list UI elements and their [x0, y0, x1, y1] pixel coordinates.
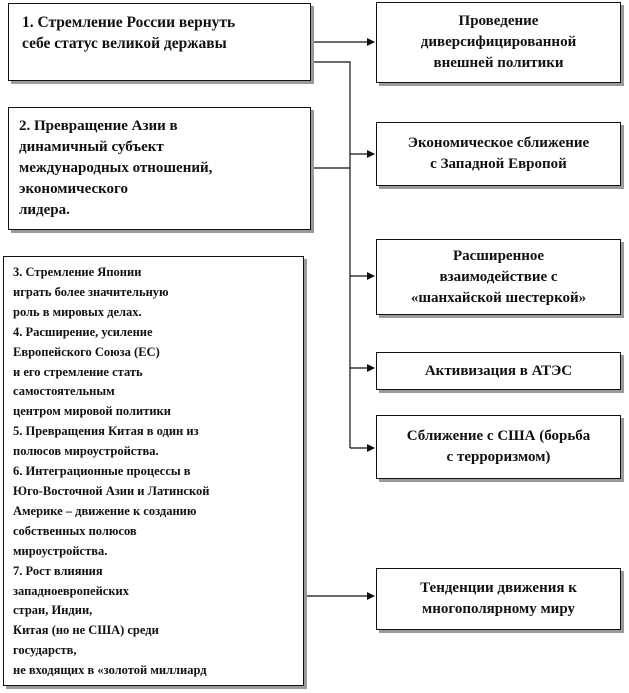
- cause-list-line-21: не входящих в «золотой миллиард: [13, 663, 207, 678]
- outcome-west-europe-line-2: с Западной Европой: [430, 156, 567, 172]
- outcome-box-multipolar-world: Тенденции движения к многополярному миру: [376, 568, 621, 630]
- cause-asia-line-2: динамичный субъект: [19, 139, 164, 155]
- cause-list-line-16: 7. Рост влияния: [13, 563, 103, 578]
- cause-list-line-9: 5. Превращения Китая в один из: [13, 424, 199, 439]
- outcome-shanghai-line-2: взаимодействие с: [439, 268, 558, 285]
- cause-list-line-11: 6. Интеграционные процессы в: [13, 464, 191, 479]
- outcome-multipolar-line-2: многополярному миру: [422, 601, 575, 617]
- outcome-box-usa: Сближение с США (борьба с терроризмом): [376, 415, 621, 479]
- cause-list-line-3: роль в мировых делах.: [13, 304, 142, 319]
- cause-list-line-19: Китая (но не США) среди: [13, 623, 159, 638]
- outcome-box-shanghai-six: Расширенное взаимодействие с «шанхайской…: [376, 239, 621, 315]
- cause-list-line-2: играть более значительную: [13, 284, 169, 299]
- outcome-box-west-europe: Экономическое сближение с Западной Европ…: [376, 122, 621, 186]
- outcome-multipolar-line-1: Тенденции движения к: [420, 580, 577, 596]
- outcome-apec-line-1: Активизация в АТЭС: [424, 362, 573, 379]
- cause-list-line-15: мироустройства.: [13, 543, 108, 558]
- cause-asia-line-1: 2. Превращение Азии в: [19, 118, 178, 134]
- outcome-diversified-line-1: Проведение: [458, 13, 539, 29]
- outcome-box-apec: Активизация в АТЭС: [376, 352, 621, 390]
- cause-list-line-18: стран, Индии,: [13, 603, 93, 618]
- cause-asia-line-3: международных отношений,: [19, 160, 213, 176]
- cause-box-russia: 1. Стремление России вернуть себе статус…: [8, 3, 311, 81]
- cause-russia-line-1: 1. Стремление России вернуть: [22, 14, 236, 31]
- cause-box-asia: 2. Превращение Азии в динамичный субъект…: [8, 107, 311, 230]
- outcome-west-europe-line-1: Экономическое сближение: [407, 135, 590, 151]
- outcome-diversified-line-2: диверсифицированной: [420, 34, 577, 50]
- outcome-usa-line-2: с терроризмом): [446, 449, 551, 465]
- cause-list-line-4: 4. Расширение, усиление: [13, 324, 153, 339]
- cause-asia-line-4: экономического: [19, 181, 128, 197]
- cause-list-line-5: Европейского Союза (ЕС): [13, 344, 160, 359]
- cause-list-line-12: Юго-Восточной Азии и Латинской: [13, 483, 210, 498]
- outcome-shanghai-line-1: Расширенное: [452, 247, 545, 264]
- outcome-box-diversified-policy: Проведение диверсифицированной внешней п…: [376, 2, 621, 83]
- cause-asia-line-5: лидера.: [19, 202, 70, 218]
- cause-list-line-13: Америке – движение к созданию: [13, 503, 197, 518]
- cause-list-line-17: западноевропейских: [13, 583, 129, 598]
- outcome-diversified-line-3: внешней политики: [433, 55, 564, 71]
- cause-list-line-14: собственных полюсов: [13, 523, 137, 538]
- cause-list-line-6: и его стремление стать: [13, 364, 143, 379]
- cause-list-line-1: 3. Стремление Японии: [13, 265, 142, 279]
- outcome-usa-line-1: Сближение с США (борьба: [406, 428, 591, 444]
- cause-list-line-8: центром мировой политики: [13, 404, 171, 419]
- outcome-shanghai-line-3: «шанхайской шестеркой»: [410, 289, 587, 306]
- line-box1-to-bus: [311, 61, 351, 448]
- cause-list-line-10: полюсов мироустройства.: [13, 444, 159, 459]
- cause-box-multipolar-trends: 3. Стремление Японии играть более значит…: [3, 256, 304, 686]
- cause-list-line-7: самостоятельным: [13, 384, 115, 399]
- cause-russia-line-2: себе статус великой державы: [22, 35, 227, 52]
- cause-list-line-20: государств,: [13, 643, 77, 658]
